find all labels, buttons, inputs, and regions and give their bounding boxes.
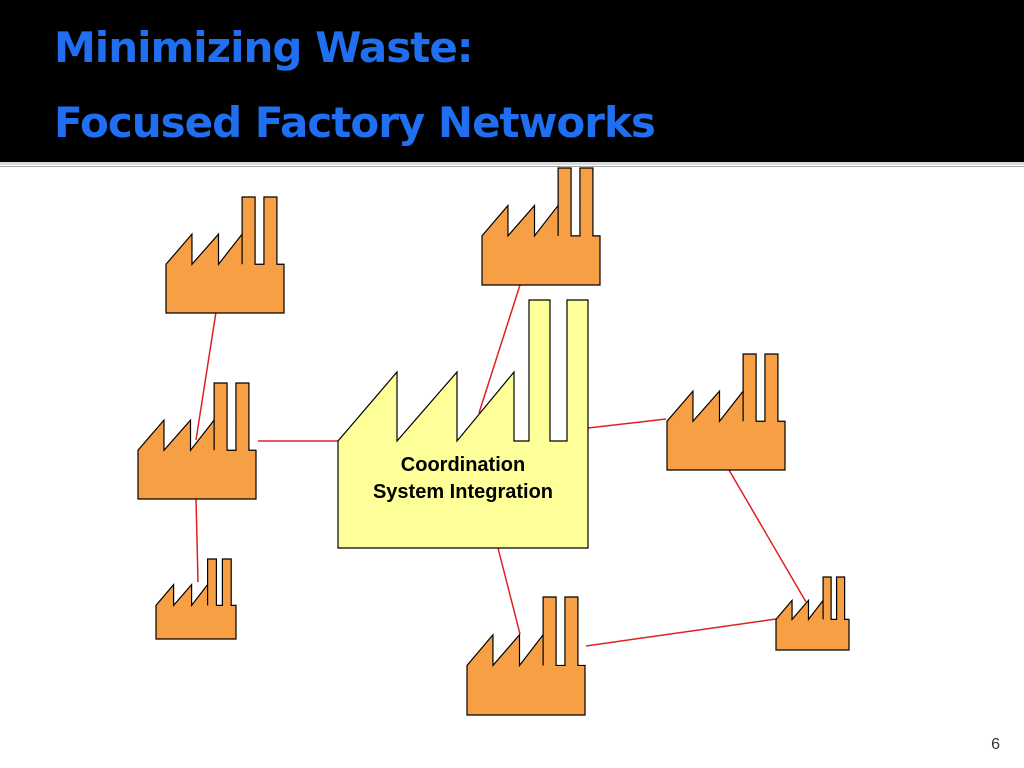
center-factory-label-line-2: System Integration: [372, 481, 554, 503]
slide-title-line-2: Focused Factory Networks: [54, 98, 656, 147]
network-link: [585, 618, 777, 647]
slide-title-line-1: Minimizing Waste:: [54, 23, 474, 72]
factory-middle-left-icon: [137, 382, 257, 500]
factory-bottom-right-icon: [775, 576, 850, 651]
title-divider-shadow: [0, 166, 1024, 167]
factory-bottom-center-icon: [466, 596, 586, 716]
title-band: [0, 0, 1024, 162]
title-divider: [0, 162, 1024, 165]
network-links: [195, 284, 807, 647]
center-factory-label: Coordination System Integration: [338, 452, 588, 506]
factory-top-center-icon: [481, 167, 601, 286]
center-factory-label-line-1: Coordination: [400, 454, 526, 476]
network-link: [478, 284, 521, 414]
factory-top-left-icon: [165, 196, 285, 314]
factory-icons: [137, 167, 850, 716]
network-link: [728, 469, 807, 603]
network-link: [497, 547, 521, 635]
network-link: [195, 497, 199, 583]
factory-right-icon: [666, 353, 786, 471]
slide-number: 6: [991, 736, 1000, 753]
network-link: [195, 311, 217, 441]
center-factory-icon: [337, 299, 589, 549]
factory-bottom-left-icon: [155, 558, 237, 640]
network-link: [587, 418, 667, 429]
